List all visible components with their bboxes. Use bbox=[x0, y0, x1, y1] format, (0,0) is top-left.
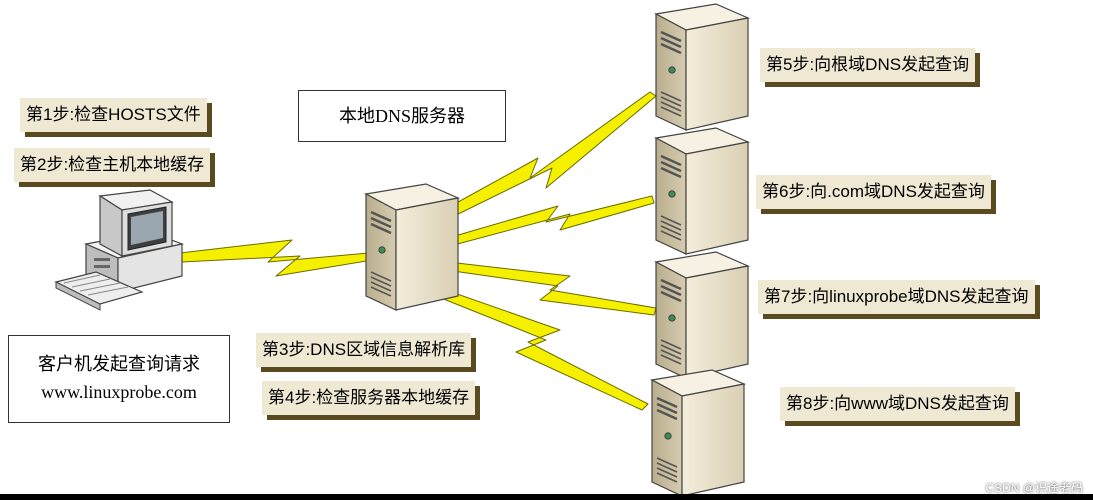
step7-label: 第7步:向linuxprobe域DNS发起查询 bbox=[758, 280, 1035, 314]
client-request-line1: 客户机发起查询请求 bbox=[38, 354, 200, 374]
lightning-local-to-www bbox=[435, 287, 649, 411]
com-dns-server-icon bbox=[654, 126, 750, 256]
step5-label: 第5步:向根域DNS发起查询 bbox=[760, 48, 976, 82]
step3-label: 第3步:DNS区域信息解析库 bbox=[256, 333, 472, 367]
client-request-box: 客户机发起查询请求 www.linuxprobe.com bbox=[8, 335, 230, 423]
step1-label: 第1步:检查HOSTS文件 bbox=[20, 98, 207, 132]
www-dns-server-icon bbox=[650, 368, 746, 498]
step8-label: 第8步:向www域DNS发起查询 bbox=[780, 387, 1015, 421]
lightning-local-to-com bbox=[447, 195, 655, 247]
watermark-text: CSDN @识途老码 bbox=[985, 481, 1083, 495]
lightning-client-to-local bbox=[179, 239, 385, 277]
client-request-line2: www.linuxprobe.com bbox=[41, 382, 197, 402]
local-dns-title: 本地DNS服务器 bbox=[338, 106, 465, 126]
client-computer-icon bbox=[54, 189, 185, 311]
lightning-local-to-linuxprobe bbox=[445, 261, 657, 316]
bottom-frame-border bbox=[0, 494, 1093, 500]
lightning-bolts bbox=[179, 91, 657, 411]
root-dns-server-icon bbox=[654, 2, 750, 132]
local-dns-title-box: 本地DNS服务器 bbox=[298, 90, 506, 142]
step2-label: 第2步:检查主机本地缓存 bbox=[14, 148, 211, 182]
step6-label: 第6步:向.com域DNS发起查询 bbox=[756, 175, 991, 209]
linuxprobe-dns-server-icon bbox=[654, 250, 750, 380]
local-dns-server-icon bbox=[364, 182, 460, 312]
step4-label: 第4步:检查服务器本地缓存 bbox=[262, 381, 476, 415]
